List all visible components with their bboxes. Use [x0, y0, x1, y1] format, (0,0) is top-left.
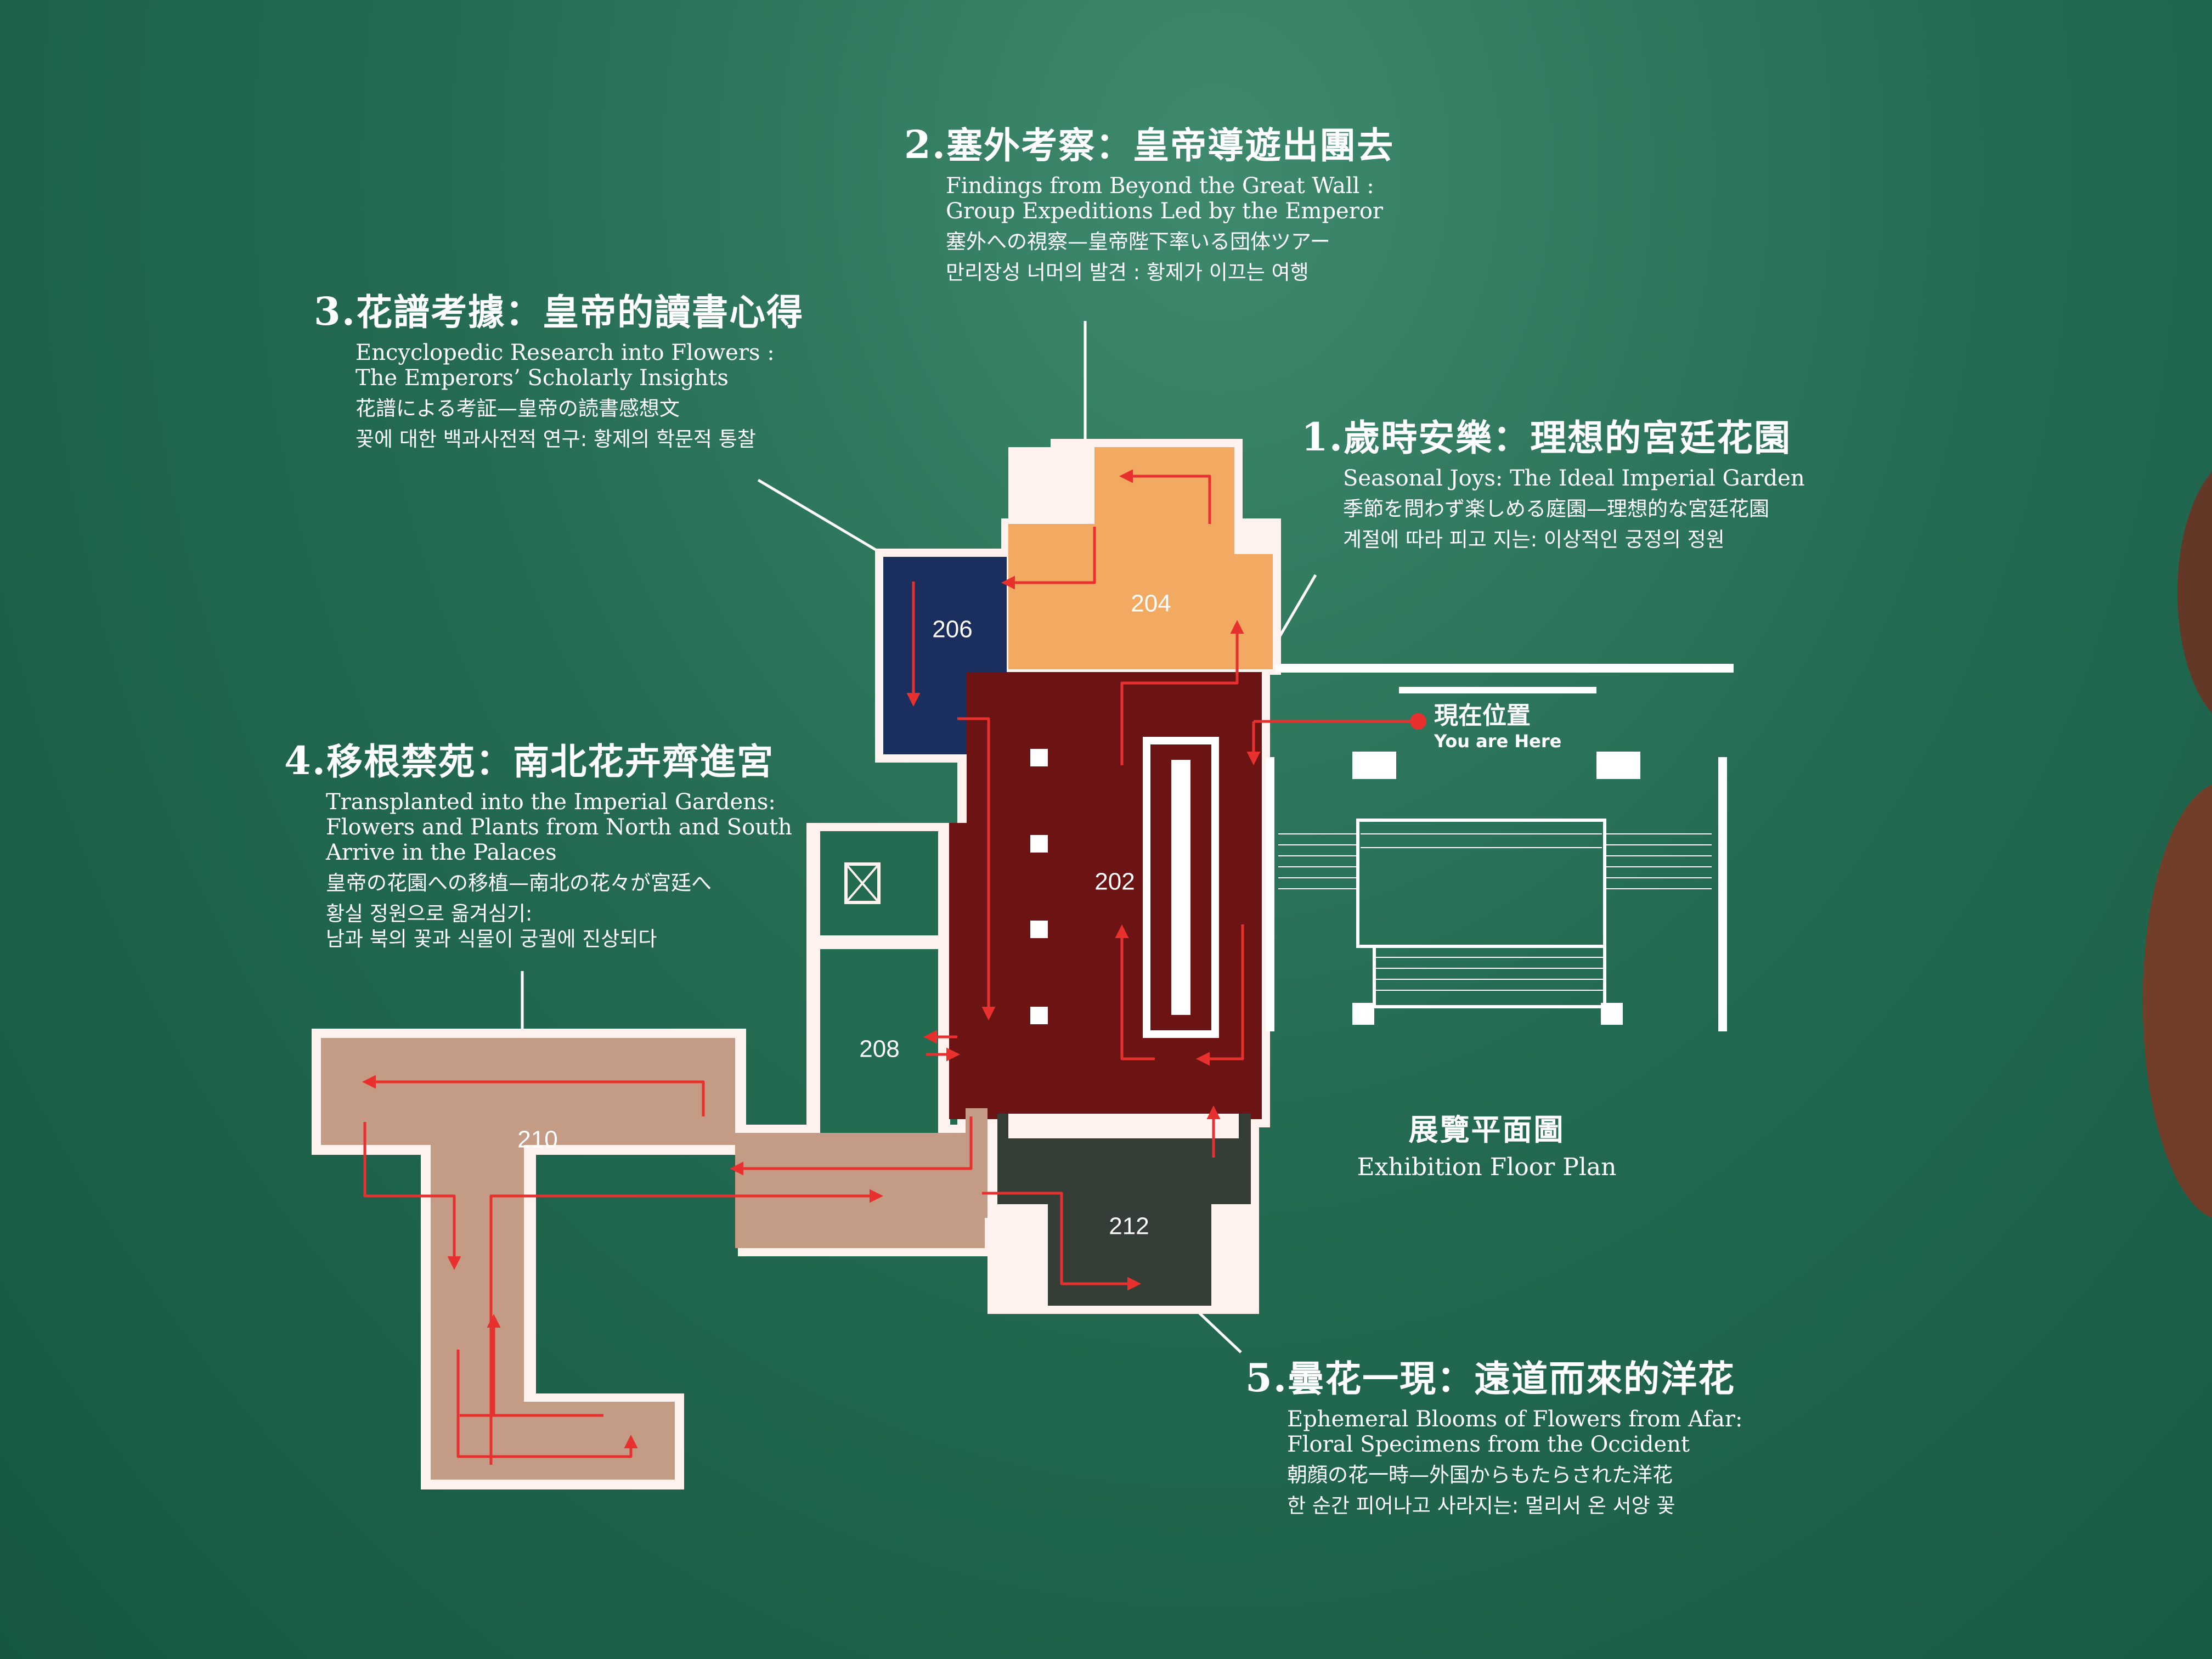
section-4-korean: 황실 정원으로 옮겨심기:남과 북의 꽃과 식물이 궁궐에 진상되다	[326, 902, 657, 951]
leader-line-3	[757, 478, 889, 558]
section-1-korean: 계절에 따라 피고 지는: 이상적인 궁정의 정원	[1343, 528, 1725, 551]
section-3-korean: 꽃에 대한 백과사전적 연구: 황제의 학문적 통찰	[356, 427, 756, 451]
decor-arc-top	[2177, 472, 2212, 713]
room-label-210: 210	[517, 1126, 557, 1153]
section-3-english: Encyclopedic Research into Flowers :The …	[356, 340, 775, 391]
section-5-korean: 한 순간 피어나고 사라지는: 멀리서 온 서양 꽃	[1287, 1494, 1675, 1517]
floor-plan-title-en: Exhibition Floor Plan	[1357, 1153, 1617, 1181]
section-5-caption: 5.曇花一現：遠道而來的洋花 Ephemeral Blooms of Flowe…	[1245, 1350, 1742, 1519]
section-1-japanese: 季節を問わず楽しめる庭園—理想的な宮廷花園	[1343, 497, 1769, 521]
you-are-here-en: You are Here	[1434, 731, 1562, 752]
room-label-204: 204	[1131, 590, 1171, 617]
section-2-japanese: 塞外への視察—皇帝陛下率いる団体ツアー	[946, 230, 1330, 253]
stairwell	[815, 826, 944, 941]
section-5-title: 5.曇花一現：遠道而來的洋花	[1245, 1355, 1736, 1401]
section-4-english: Transplanted into the Imperial Gardens:F…	[326, 789, 792, 865]
you-are-here-label: 現在位置 You are Here	[1434, 696, 1561, 752]
you-are-here-zh: 現在位置	[1434, 702, 1531, 730]
section-2-korean: 만리장성 너머의 발견 : 황제가 이끄는 여행	[946, 261, 1309, 284]
section-5-japanese: 朝顔の花一時—外国からもたらされた洋花	[1287, 1463, 1673, 1487]
room-label-202: 202	[1094, 868, 1135, 895]
you-are-here-dot	[1410, 713, 1426, 730]
section-5-english: Ephemeral Blooms of Flowers from Afar:Fl…	[1287, 1407, 1743, 1457]
section-3-title: 3.花譜考據：皇帝的讀書心得	[314, 289, 804, 334]
section-3-japanese: 花譜による考証—皇帝の読書感想文	[356, 397, 680, 420]
section-1-title: 1.歲時安樂：理想的宮廷花園	[1301, 414, 1792, 460]
room-label-206: 206	[932, 616, 972, 643]
section-2-english: Findings from Beyond the Great Wall :Gro…	[946, 173, 1384, 224]
section-2-title: 2.塞外考察：皇帝導遊出團去	[904, 122, 1395, 167]
decor-arc-bottom	[2142, 785, 2212, 1218]
section-4-caption: 4.移根禁苑：南北花卉齊進宮 Transplanted into the Imp…	[284, 732, 792, 952]
floor-plan-title: 展覽平面圖 Exhibition Floor Plan	[1355, 1105, 1618, 1181]
display-case	[1143, 737, 1219, 1038]
section-1-english: Seasonal Joys: The Ideal Imperial Garden	[1343, 466, 1805, 491]
section-4-title: 4.移根禁苑：南北花卉齊進宮	[284, 738, 775, 783]
section-2-caption: 2.塞外考察：皇帝導遊出團去 Findings from Beyond the …	[904, 116, 1394, 285]
room-label-212: 212	[1109, 1213, 1149, 1240]
section-1-caption: 1.歲時安樂：理想的宮廷花園 Seasonal Joys: The Ideal …	[1301, 409, 1805, 552]
section-4-japanese: 皇帝の花園への移植—南北の花々が宮廷へ	[326, 871, 712, 895]
section-3-caption: 3.花譜考據：皇帝的讀書心得 Encyclopedic Research int…	[314, 283, 804, 452]
floor-plan-title-zh: 展覽平面圖	[1408, 1112, 1565, 1147]
room-label-208: 208	[859, 1036, 899, 1063]
